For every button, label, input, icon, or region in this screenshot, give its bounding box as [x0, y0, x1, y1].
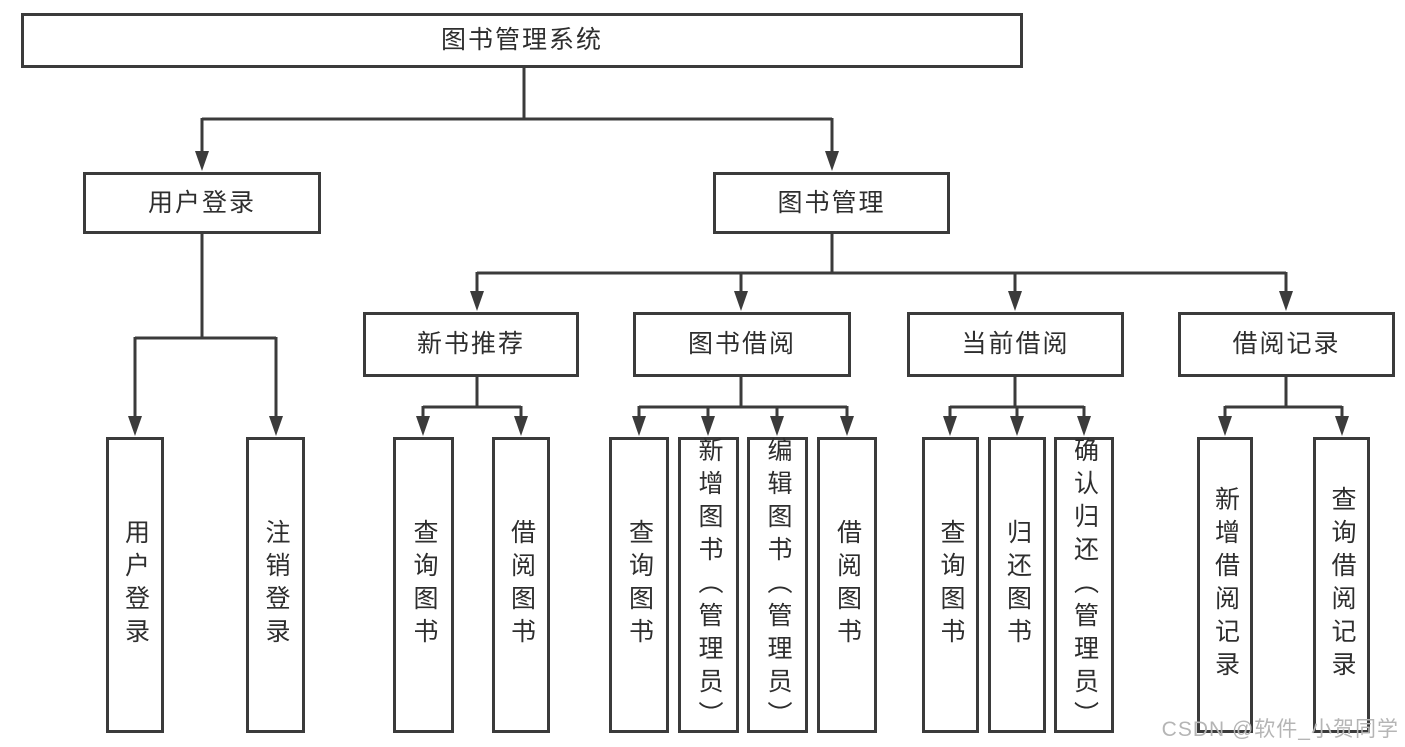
- node-label: 注销登录: [262, 519, 290, 651]
- node-borrow-records: 借阅记录: [1178, 312, 1395, 377]
- node-label: 新增图书（管理员）: [695, 436, 723, 734]
- leaf-current-query-books: 查询图书: [922, 437, 979, 733]
- node-new-book-recommend: 新书推荐: [363, 312, 579, 377]
- leaf-recommend-query-books: 查询图书: [393, 437, 454, 733]
- node-label: 图书管理系统: [440, 26, 603, 54]
- leaf-return-book: 归还图书: [988, 437, 1046, 733]
- leaf-edit-book-admin: 编辑图书（管理员）: [747, 436, 808, 734]
- leaf-borrow-query-books: 查询图书: [609, 437, 669, 733]
- node-system-root: 图书管理系统: [21, 13, 1023, 68]
- node-user-login: 用户登录: [83, 172, 321, 234]
- node-label: 借阅图书: [507, 519, 536, 651]
- leaf-borrow-books: 借阅图书: [817, 437, 877, 733]
- node-current-borrow: 当前借阅: [907, 312, 1124, 377]
- node-label: 查询图书: [410, 519, 438, 651]
- leaf-user-login: 用户登录: [106, 437, 164, 733]
- node-label: 当前借阅: [961, 330, 1070, 358]
- node-label: 借阅记录: [1232, 330, 1341, 358]
- leaf-add-book-admin: 新增图书（管理员）: [678, 436, 739, 734]
- node-label: 查询图书: [937, 519, 965, 651]
- node-label: 新书推荐: [416, 330, 525, 358]
- leaf-confirm-return-admin: 确认归还（管理员）: [1054, 436, 1114, 734]
- node-label: 图书管理: [777, 188, 886, 217]
- node-label: 用户登录: [147, 188, 256, 217]
- leaf-add-borrow-record: 新增借阅记录: [1197, 437, 1253, 733]
- node-label: 图书借阅: [687, 330, 796, 358]
- node-label: 编辑图书（管理员）: [764, 436, 792, 734]
- node-label: 确认归还（管理员）: [1070, 436, 1099, 734]
- watermark: CSDN @软件_小贺同学: [1161, 718, 1399, 741]
- leaf-logout: 注销登录: [246, 437, 305, 733]
- node-label: 新增借阅记录: [1211, 486, 1240, 684]
- node-book-management: 图书管理: [713, 172, 950, 234]
- node-label: 借阅图书: [833, 519, 862, 651]
- node-book-borrow: 图书借阅: [633, 312, 851, 377]
- node-label: 查询借阅记录: [1328, 486, 1356, 684]
- node-label: 用户登录: [121, 519, 150, 651]
- node-label: 查询图书: [625, 519, 654, 651]
- leaf-recommend-borrow-books: 借阅图书: [492, 437, 550, 733]
- leaf-query-borrow-record: 查询借阅记录: [1313, 437, 1370, 733]
- node-label: 归还图书: [1003, 519, 1032, 651]
